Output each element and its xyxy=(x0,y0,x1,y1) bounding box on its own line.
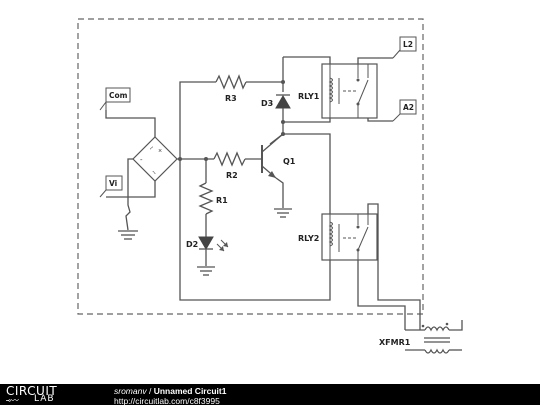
label-q1: Q1 xyxy=(283,157,296,166)
port-com-label: Com xyxy=(109,91,128,100)
enclosure-boundary xyxy=(77,18,424,315)
label-r1: R1 xyxy=(216,196,228,205)
wire-rly1-l2 xyxy=(357,57,393,64)
label-rly1: RLY1 xyxy=(298,92,320,101)
bridge-pin-ac1: ~ xyxy=(147,144,156,153)
wire-rly2-coil-top xyxy=(283,133,331,214)
resistor-r3[interactable] xyxy=(215,74,247,90)
schematic-canvas: Com Vi L2 A2 ~ + - ~ R3 xyxy=(77,18,463,354)
port-l2-label: L2 xyxy=(403,40,413,49)
ground-symbol-bridge xyxy=(118,230,138,240)
label-rly2: RLY2 xyxy=(298,234,319,243)
circuit-url[interactable]: http://circuitlab.com/c8f3995 xyxy=(114,396,220,406)
bridge-pin-plus: + xyxy=(156,146,165,155)
wire-top-rail xyxy=(179,81,216,159)
logo-text-lab: LAB xyxy=(34,394,55,404)
transformer-xfmr1[interactable] xyxy=(405,320,463,354)
wire-rly2-xfmr-b xyxy=(357,260,406,330)
transistor-q1[interactable] xyxy=(261,133,284,179)
bridge-rectifier[interactable]: ~ + - ~ xyxy=(132,136,178,182)
circuit-info: sromanv / Unnamed Circuit1 http://circui… xyxy=(114,386,226,406)
label-d2: D2 xyxy=(186,240,198,249)
led-d2[interactable] xyxy=(198,236,229,266)
port-l2[interactable]: L2 xyxy=(392,36,417,59)
wire-rly1-top xyxy=(283,56,331,64)
wire-rly2-xfmr-a xyxy=(367,203,421,330)
circuit-title[interactable]: Unnamed Circuit1 xyxy=(153,386,227,396)
ground-symbol-d2 xyxy=(197,266,215,276)
port-vi-label: Vi xyxy=(109,179,117,188)
diode-d3[interactable] xyxy=(275,57,291,122)
ground-symbol-q1 xyxy=(274,208,292,218)
wire-q1-collector xyxy=(269,122,284,145)
author-link[interactable]: sromanv xyxy=(114,386,147,396)
logo-text-circuit: CIRCUIT xyxy=(6,384,58,398)
label-d3: D3 xyxy=(261,99,273,108)
wire-rly1-bottom xyxy=(283,118,331,123)
wire-rly2-coil-return xyxy=(179,159,331,301)
wire-vi xyxy=(106,181,156,198)
bridge-pin-minus: - xyxy=(140,156,143,164)
bridge-pin-ac2: ~ xyxy=(150,168,159,177)
wire-rly1-a2 xyxy=(367,118,393,122)
relay-rly2[interactable] xyxy=(321,213,378,261)
label-xfmr1: XFMR1 xyxy=(379,338,411,347)
footer-bar: CIRCUIT ⊸〰 LAB sromanv / Unnamed Circuit… xyxy=(0,384,540,406)
relay-rly1[interactable] xyxy=(321,63,378,119)
circuitlab-logo[interactable]: CIRCUIT ⊸〰 LAB xyxy=(6,384,94,405)
path-separator: / xyxy=(148,386,152,396)
port-vi[interactable]: Vi xyxy=(99,175,123,198)
port-a2-label: A2 xyxy=(403,103,414,112)
port-com[interactable]: Com xyxy=(99,87,131,111)
resistor-r1[interactable] xyxy=(198,182,214,215)
label-r3: R3 xyxy=(225,94,237,103)
wire-bridge-ground xyxy=(125,158,133,231)
logo-wave-icon: ⊸〰 xyxy=(6,396,19,405)
wire-com xyxy=(105,110,156,137)
port-a2[interactable]: A2 xyxy=(392,99,417,122)
wire-q1-emitter xyxy=(275,177,284,208)
label-r2: R2 xyxy=(226,171,238,180)
resistor-r2[interactable] xyxy=(213,151,246,167)
